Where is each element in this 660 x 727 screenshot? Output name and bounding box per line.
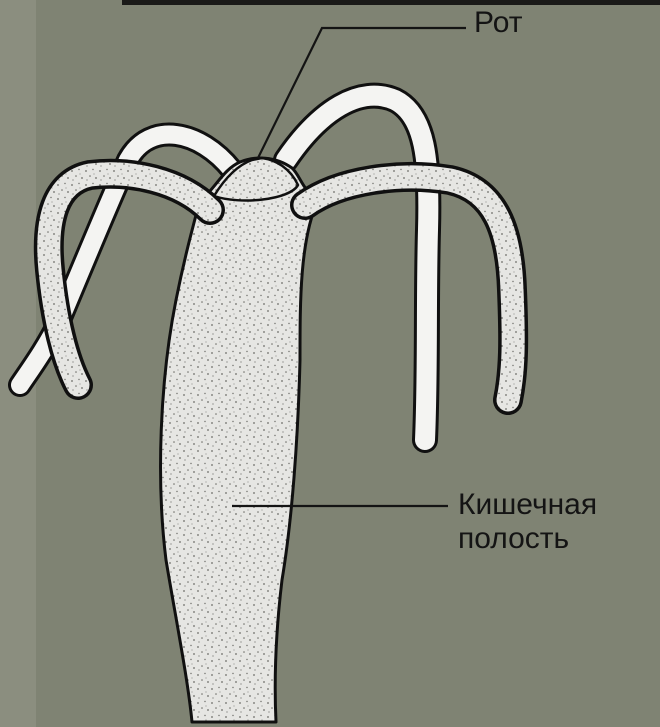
hydra-body: [161, 158, 318, 722]
top-border-bar: [122, 0, 660, 5]
gut-cavity-label-line2: полость: [458, 522, 597, 556]
gut-cavity-label-line1: Кишечная: [458, 488, 597, 522]
gut-cavity-label: Кишечная полость: [458, 488, 597, 556]
mouth-label: Рот: [474, 6, 522, 40]
